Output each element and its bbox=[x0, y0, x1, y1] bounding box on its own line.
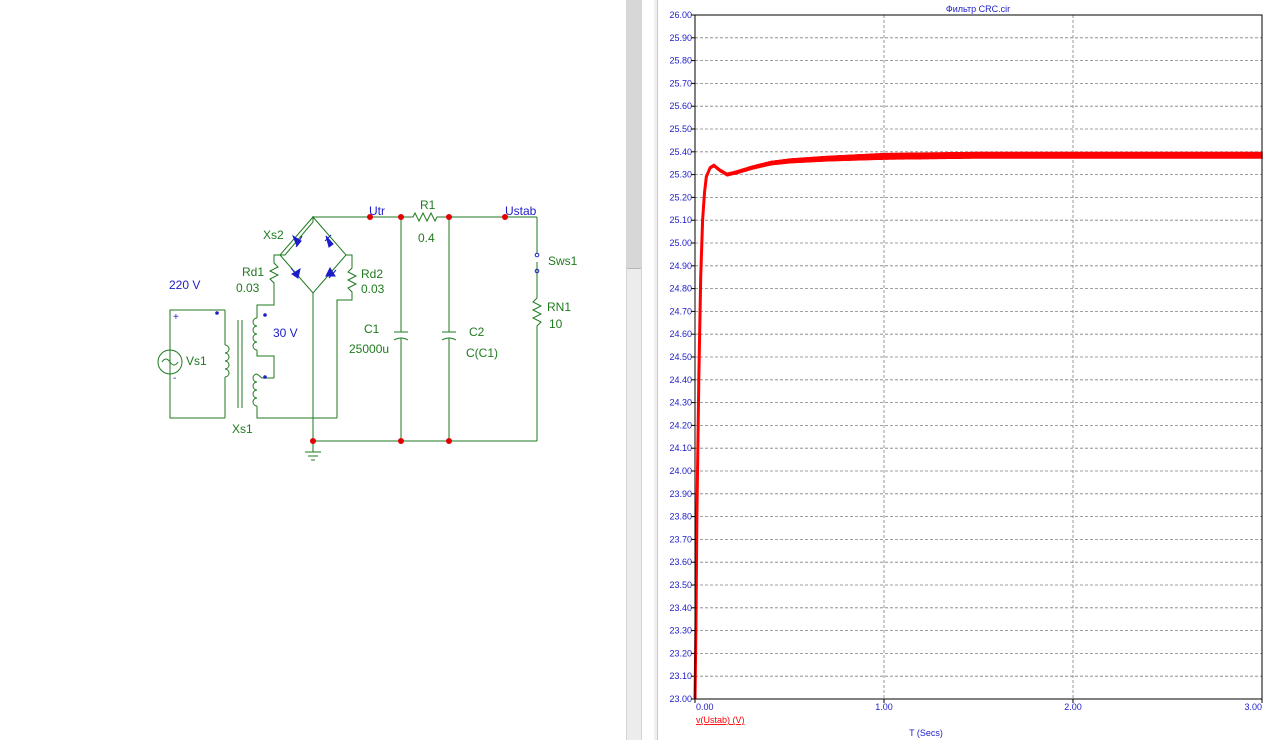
ac-sine-icon bbox=[161, 358, 179, 366]
primary-coil bbox=[224, 344, 230, 378]
load-name-label: RN1 bbox=[547, 300, 571, 314]
rd1-resistor bbox=[268, 262, 280, 285]
switch-contact-top bbox=[534, 252, 540, 258]
transformer-label: Xs1 bbox=[232, 422, 253, 436]
bridge-label: Xs2 bbox=[263, 228, 284, 242]
r1-value-label: 0.4 bbox=[418, 231, 435, 245]
rd2-value-label: 0.03 bbox=[361, 282, 385, 296]
circuit-diagram: 220 V + - Vs1 Xs1 30 V Xs2 Rd1 0.03 Rd2 … bbox=[157, 198, 578, 461]
node-utr-label: Utr bbox=[369, 204, 385, 218]
rn1-resistor bbox=[531, 295, 543, 441]
splitter-scroll-thumb[interactable] bbox=[627, 0, 641, 269]
node-ustab-label: Ustab bbox=[505, 204, 537, 218]
c1-name-label: C1 bbox=[364, 322, 380, 336]
switch-label: Sws1 bbox=[548, 254, 578, 268]
diode-bridge bbox=[279, 216, 347, 294]
rd1-name-label: Rd1 bbox=[242, 265, 264, 279]
graph-pane[interactable] bbox=[642, 0, 1276, 740]
ac-source-symbol bbox=[157, 349, 183, 375]
secondary-voltage-label: 30 V bbox=[273, 326, 298, 340]
plus-sign: + bbox=[173, 312, 179, 323]
switch-contact-bottom bbox=[534, 268, 540, 274]
rd1-value-label: 0.03 bbox=[236, 281, 260, 295]
node-dots bbox=[310, 214, 508, 444]
source-name-label: Vs1 bbox=[186, 354, 207, 368]
c2-value-label: C(C1) bbox=[466, 346, 498, 360]
secondary-coil-top bbox=[252, 317, 258, 351]
source-loop-wire bbox=[169, 309, 225, 419]
pane-splitter[interactable] bbox=[626, 0, 642, 740]
source-voltage-label: 220 V bbox=[169, 278, 200, 292]
secondary-coil-bottom bbox=[252, 373, 258, 407]
c2-name-label: C2 bbox=[469, 325, 485, 339]
graph-left-margin bbox=[654, 0, 658, 740]
c1-value-label: 25000u bbox=[349, 342, 389, 356]
rd2-name-label: Rd2 bbox=[361, 267, 383, 281]
rd2-resistor bbox=[336, 254, 358, 418]
load-value-label: 10 bbox=[549, 317, 563, 331]
minus-sign: - bbox=[173, 373, 176, 384]
r1-name-label: R1 bbox=[420, 198, 436, 212]
r1-resistor bbox=[401, 211, 537, 223]
schematic-pane[interactable]: 220 V + - Vs1 Xs1 30 V Xs2 Rd1 0.03 Rd2 … bbox=[0, 0, 626, 740]
diode-icons bbox=[290, 234, 337, 279]
